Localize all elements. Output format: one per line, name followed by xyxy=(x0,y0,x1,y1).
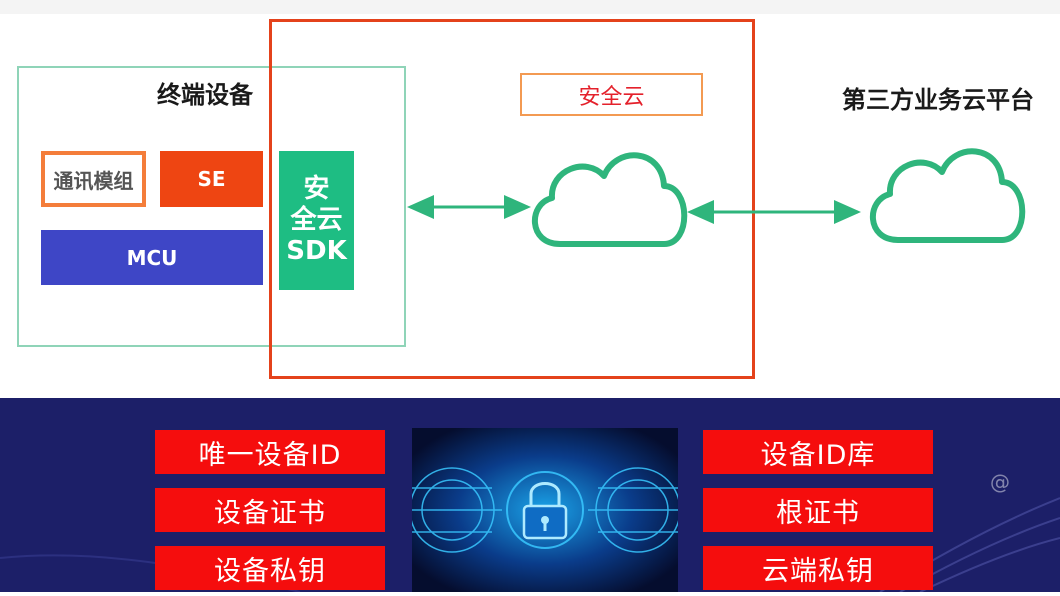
cloud-icon xyxy=(532,152,688,247)
device-title: 终端设备 xyxy=(157,81,253,109)
cloud-icon xyxy=(870,148,1026,243)
device-id-store-tag: 设备ID库 xyxy=(703,430,933,474)
connectors-and-clouds xyxy=(407,148,1026,247)
unique-device-id-tag: 唯一设备ID xyxy=(155,430,385,474)
mcu-module: MCU xyxy=(41,230,263,285)
security-cloud-label: 安全云 xyxy=(520,73,703,116)
padlock-icon xyxy=(412,428,678,592)
security-sdk: 安 全云 SDK xyxy=(279,151,354,290)
sdk-line-2: 全云 xyxy=(290,204,343,235)
root-certificate-tag: 根证书 xyxy=(703,488,933,532)
security-frame xyxy=(269,19,755,379)
device-box xyxy=(17,66,406,347)
se-module: SE xyxy=(160,151,263,207)
third-party-title: 第三方业务云平台 xyxy=(842,86,1034,114)
sdk-line-1: 安 xyxy=(303,173,330,204)
device-private-key-tag: 设备私钥 xyxy=(155,546,385,590)
device-certificate-tag: 设备证书 xyxy=(155,488,385,532)
watermark: @ xyxy=(990,470,1010,494)
comm-module-label: 通讯模组 xyxy=(45,155,142,203)
cloud-private-key-tag: 云端私钥 xyxy=(703,546,933,590)
comm-module: 通讯模组 xyxy=(41,151,146,207)
top-strip xyxy=(0,0,1060,14)
sdk-line-3: SDK xyxy=(286,236,347,267)
